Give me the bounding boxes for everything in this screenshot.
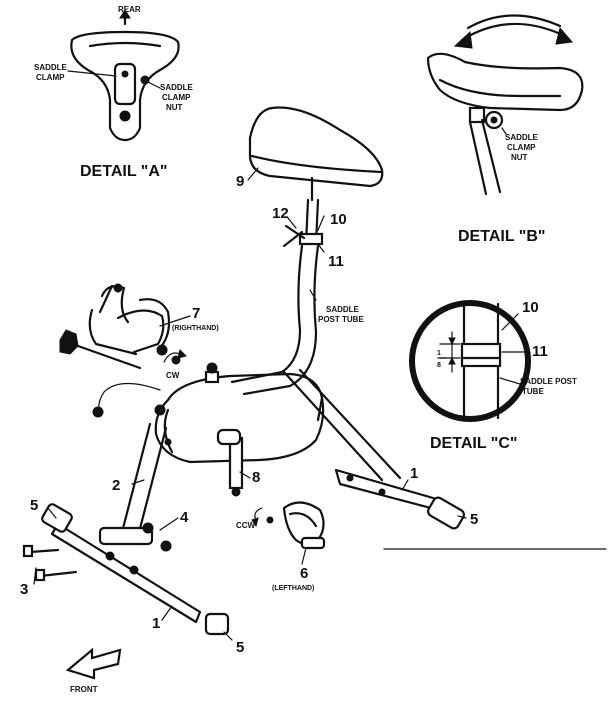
detail-c-part-11: 11 (532, 343, 548, 360)
detail-a-clamp-nut-label-2: CLAMP (162, 93, 191, 102)
detail-a-saddle-clamp-label-2: CLAMP (36, 73, 65, 82)
part-6-label: 6 (300, 565, 308, 582)
part-8-label: 8 (252, 469, 260, 486)
detail-c-post-view (409, 300, 531, 422)
detail-c-part-10: 10 (522, 299, 539, 316)
part-3-label: 3 (20, 581, 28, 598)
part-2-label: 2 (112, 477, 120, 494)
detail-a-title: DETAIL "A" (80, 163, 167, 180)
part-9-label: 9 (236, 173, 244, 190)
cw-label: CW (166, 371, 180, 380)
part-4-label: 4 (180, 509, 189, 526)
detail-c-post-label-1: SADDLE POST (520, 377, 577, 386)
part-11-label: 11 (328, 253, 344, 270)
detail-b-saddle-side-view (426, 14, 584, 196)
part-12-label: 12 (272, 205, 289, 222)
saddle-post-tube-label-2: POST TUBE (318, 315, 364, 324)
leader-lines (33, 167, 467, 641)
part-5-label-bottom: 5 (236, 639, 244, 656)
detail-c-fraction-top: 1 (437, 350, 441, 357)
detail-c-fraction-bottom: 8 (437, 362, 441, 369)
part-5-label-front: 5 (30, 497, 38, 514)
detail-a-saddle-top-view (67, 9, 180, 142)
lefthand-label: (LEFTHAND) (272, 585, 314, 592)
front-label: FRONT (70, 685, 98, 694)
detail-c-post-label-2: TUBE (522, 387, 544, 396)
detail-b-title: DETAIL "B" (458, 228, 545, 245)
detail-b-nut-label-2: CLAMP (507, 143, 536, 152)
detail-b-nut-label-1: SADDLE (505, 133, 539, 142)
detail-b-nut-label-3: NUT (511, 153, 528, 162)
part-10-label: 10 (330, 211, 347, 228)
righthand-label: (RIGHTHAND) (172, 325, 219, 332)
detail-a-clamp-nut-label-3: NUT (166, 103, 183, 112)
detail-c-title: DETAIL "C" (430, 435, 517, 452)
part-5-label-rear: 5 (470, 511, 478, 528)
detail-a-saddle-clamp-label-1: SADDLE (34, 63, 68, 72)
detail-a-clamp-nut-label-1: SADDLE (160, 83, 194, 92)
part-1-label-rear: 1 (410, 465, 418, 482)
saddle-post-tube-label-1: SADDLE (326, 305, 360, 314)
ccw-label: CCW (236, 521, 256, 530)
main-bike-assembly (22, 106, 465, 680)
part-7-label: 7 (192, 305, 200, 322)
detail-a-rear-label: REAR (118, 5, 141, 14)
part-1-label-front: 1 (152, 615, 160, 632)
